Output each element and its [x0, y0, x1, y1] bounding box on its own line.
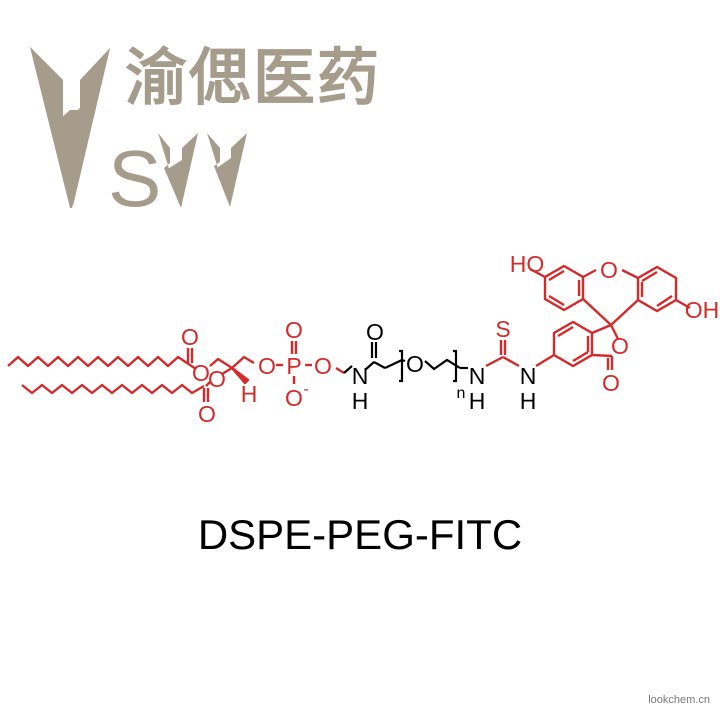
svg-text:S: S: [495, 316, 510, 342]
svg-text:O: O: [285, 385, 303, 411]
company-name: 渝偲医药: [125, 41, 382, 114]
svg-text:O: O: [602, 370, 620, 396]
svg-text:H: H: [241, 381, 258, 407]
svg-text:N: N: [469, 363, 486, 389]
svg-text:HO: HO: [510, 251, 545, 277]
svg-text:O: O: [181, 324, 199, 350]
svg-text:H: H: [520, 388, 537, 414]
svg-text:N: N: [520, 363, 537, 389]
compound-name-label: DSPE-PEG-FITC: [197, 511, 523, 558]
logo-letter-s: S: [108, 134, 161, 220]
svg-text:H: H: [352, 388, 369, 414]
svg-text:O: O: [406, 351, 424, 377]
svg-text:-: -: [303, 381, 308, 398]
stearoyl-chain-2: [21, 383, 205, 395]
svg-text:O: O: [192, 360, 210, 386]
svg-text:OH: OH: [685, 297, 720, 323]
svg-text:O: O: [258, 353, 276, 379]
svg-text:n: n: [457, 385, 466, 402]
company-logo-mark: S: [30, 47, 247, 220]
svg-text:O: O: [285, 317, 303, 343]
svg-text:O: O: [314, 353, 332, 379]
svg-text:O: O: [611, 333, 629, 359]
svg-text:H: H: [469, 388, 486, 414]
svg-text:O: O: [198, 401, 216, 427]
svg-text:P: P: [286, 353, 301, 379]
svg-text:O: O: [600, 257, 618, 283]
stearoyl-chain-1: [7, 355, 191, 368]
svg-text:O: O: [208, 366, 226, 392]
svg-text:O: O: [366, 319, 384, 345]
chemical-structure-dspe-peg-fitc: O O O O H O P O O O - N H O O n N H N H: [7, 251, 720, 427]
svg-text:N: N: [352, 363, 369, 389]
watermark-text: lookchem.cn: [648, 694, 710, 706]
